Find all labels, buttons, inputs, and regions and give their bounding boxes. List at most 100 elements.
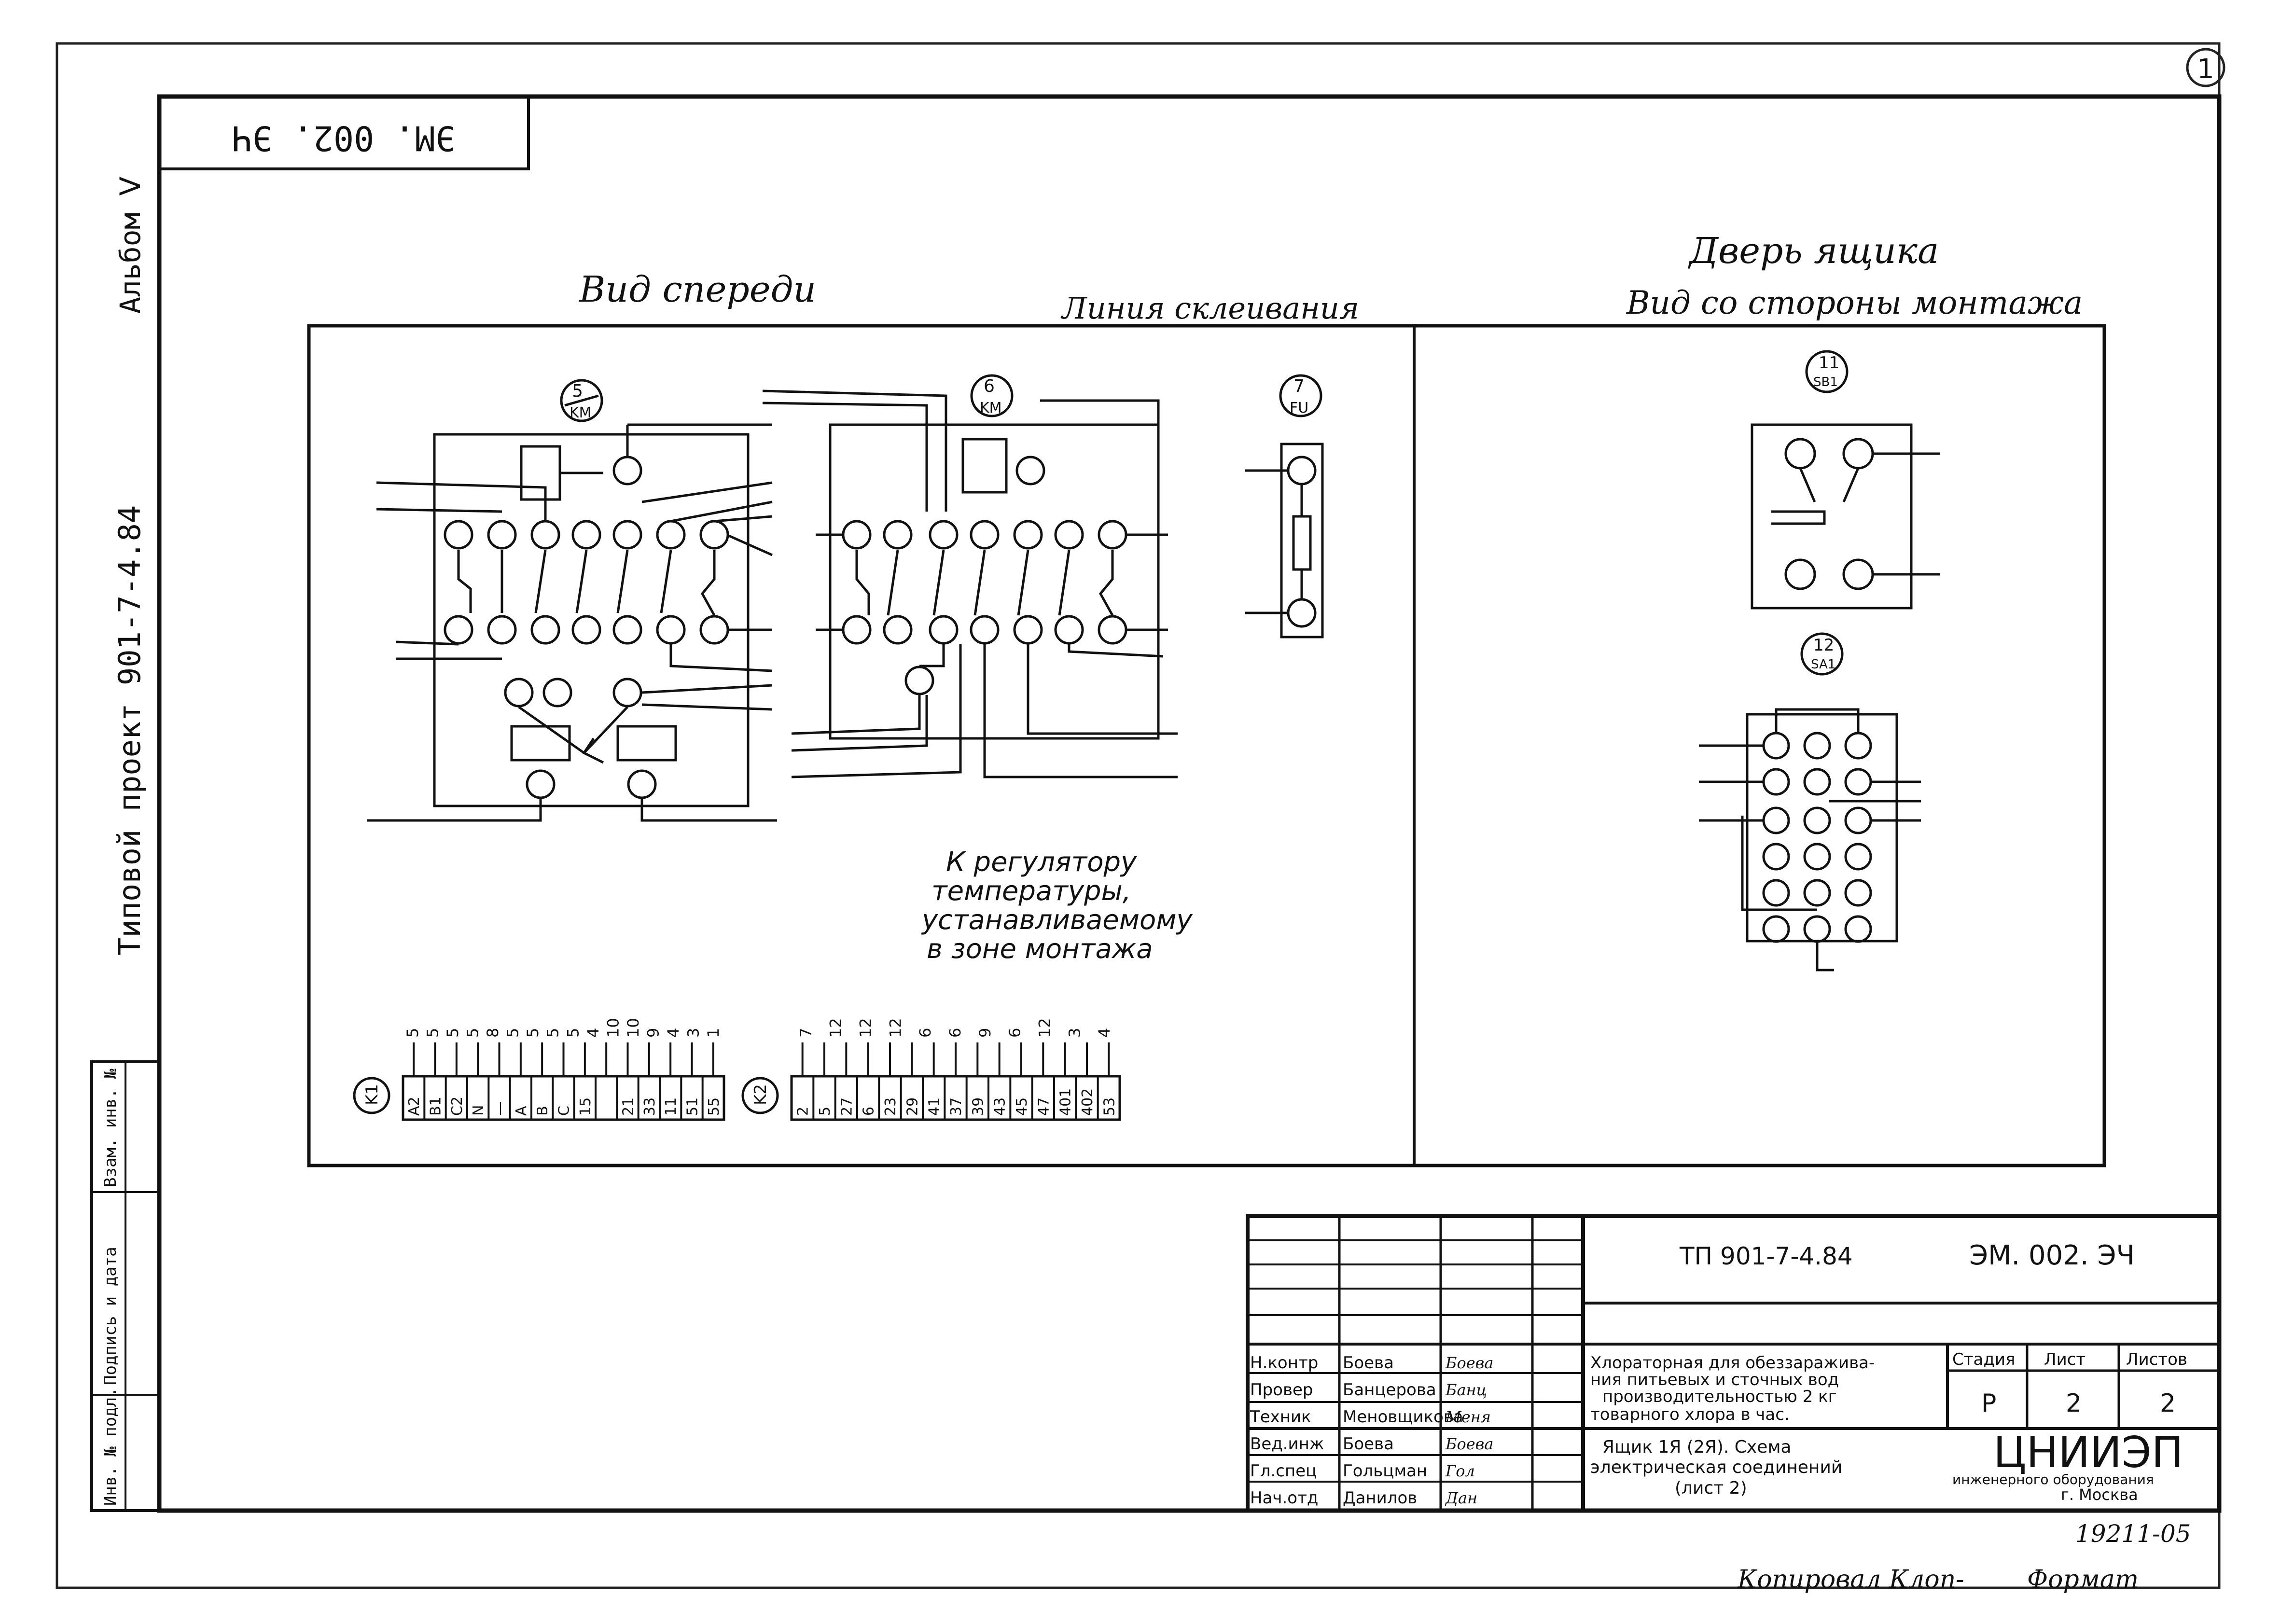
device-12-number: 12: [1813, 636, 1834, 655]
wire-number: 12: [827, 1018, 845, 1038]
signature-handwritten: Гол: [1445, 1462, 1475, 1480]
terminal-cell: 27: [838, 1097, 855, 1116]
device-12-sa1: [1699, 632, 1921, 972]
project-label: Типовой проект 901-7-4.84: [112, 505, 147, 956]
signature-role: Гл.спец: [1250, 1461, 1317, 1481]
terminal-cell: 2: [795, 1107, 812, 1116]
sheets-header: Листов: [2126, 1350, 2187, 1369]
inv-podl-label: Инв. № подл.: [101, 1387, 120, 1506]
terminal-cell: —: [492, 1101, 509, 1116]
project-desc-line-4: товарного хлора в час.: [1590, 1405, 1790, 1424]
regulator-note-line-2: температуры,: [931, 875, 1131, 907]
regulator-note-line-3: устанавливаемому: [921, 904, 1193, 936]
wire-number: 12: [857, 1018, 875, 1038]
corner-circle: [2186, 48, 2225, 87]
inner-frame: [157, 94, 2222, 1513]
sheets-total: 2: [2160, 1389, 2176, 1418]
stage-header: Стадия: [1952, 1350, 2015, 1369]
wire-number: 10: [624, 1018, 642, 1038]
gluing-line-label: Линия склеивания: [1060, 291, 1359, 326]
terminal-cell: 402: [1079, 1088, 1096, 1116]
corner-mark: 1: [2197, 54, 2214, 85]
signature-name: Боева: [1343, 1353, 1394, 1373]
signature-role: Н.контр: [1250, 1353, 1318, 1373]
terminal-cell: 39: [970, 1097, 987, 1116]
sheet-desc-line-2: электрическая соединений: [1590, 1457, 1842, 1477]
side-stamp: Инв. № подл. Подпись и дата Взам. инв. №: [90, 1060, 161, 1512]
signature-handwritten: Меня: [1445, 1408, 1491, 1426]
terminal-cell: B1: [428, 1097, 445, 1116]
terminal-cell: B: [534, 1106, 551, 1116]
regulator-note: К регулятору температуры, устанавливаемо…: [921, 847, 1193, 965]
terminal-cell: 6: [861, 1107, 877, 1116]
wire-number: 6: [946, 1028, 964, 1038]
device-7-type: FU: [1290, 400, 1308, 416]
terminal-cell: C2: [449, 1097, 466, 1116]
terminal-cell: 23: [882, 1097, 899, 1116]
signature-role: Нач.отд: [1250, 1488, 1318, 1508]
signature-name: Гольцман: [1343, 1461, 1427, 1481]
wire-number: 4: [664, 1028, 682, 1038]
wire-number: 3: [684, 1028, 703, 1038]
sheet-header: Лист: [2044, 1350, 2085, 1369]
device-7-labels: 7 FU: [1290, 376, 1308, 416]
document-code: ЭМ. 002. ЭЧ: [1969, 1240, 2135, 1271]
terminal-cell: 43: [992, 1097, 1009, 1116]
device-7-number: 7: [1293, 376, 1305, 396]
signature-role: Провер: [1250, 1380, 1313, 1400]
device-11-labels: 11 SB1: [1813, 353, 1839, 389]
sheet-desc-line-3: (лист 2): [1675, 1478, 1747, 1498]
terminal-cell: 5: [817, 1107, 834, 1116]
device-6-type: KM: [980, 400, 1002, 416]
device-5-labels: 5 KM: [570, 381, 592, 421]
door-view-title: Дверь ящика: [1688, 230, 1939, 272]
signature-name: Данилов: [1343, 1488, 1417, 1508]
terminal-cell: 33: [641, 1097, 658, 1116]
wire-number: 5: [544, 1028, 562, 1038]
wire-number: 12: [886, 1018, 904, 1038]
wire-number: 6: [1006, 1028, 1024, 1038]
signature-handwritten: Боева: [1445, 1435, 1493, 1453]
wire-number: 9: [976, 1028, 994, 1038]
terminal-cell: C: [556, 1106, 573, 1116]
wire-number: 6: [916, 1028, 934, 1038]
outer-border: [56, 42, 2221, 1589]
wire-number: 3: [1065, 1028, 1084, 1038]
device-7-fu: [1245, 374, 1324, 638]
vzam-inv-label: Взам. инв. №: [101, 1069, 120, 1187]
terminal-block-k2-label: K2: [751, 1084, 770, 1105]
terminal-cell: 47: [1035, 1097, 1052, 1116]
signature-role: Техник: [1250, 1407, 1311, 1427]
wire-number: 1: [704, 1028, 723, 1038]
device-11-sb1: [1751, 350, 1940, 610]
terminal-cell: 21: [620, 1097, 637, 1116]
front-view-title: Вид спереди: [578, 269, 816, 310]
device-6-km: [762, 374, 1178, 778]
signature-role: Вед.инж: [1250, 1434, 1324, 1454]
terminal-cell: A2: [406, 1097, 423, 1116]
device-11-number: 11: [1819, 353, 1839, 373]
wire-number: 5: [524, 1028, 542, 1038]
terminal-cell: 45: [1014, 1097, 1030, 1116]
mirrored-code-box: [158, 95, 530, 170]
terminal-cell: 29: [904, 1097, 921, 1116]
device-12-labels: 12 SA1: [1811, 636, 1835, 672]
signature-handwritten: Боева: [1445, 1354, 1493, 1372]
terminal-cell: 55: [706, 1097, 723, 1116]
format-label: Формат: [2027, 1565, 2139, 1594]
sheet-desc-line-1: Ящик 1Я (2Я). Схема: [1602, 1437, 1792, 1457]
copied-by: Копировал Клоп-: [1737, 1565, 1964, 1594]
device-11-type: SB1: [1813, 375, 1838, 389]
wire-number: 8: [484, 1028, 502, 1038]
terminal-cell: 53: [1101, 1097, 1118, 1116]
wire-number: 5: [423, 1028, 442, 1038]
terminal-cell: A: [513, 1106, 530, 1116]
wire-number: 5: [463, 1028, 482, 1038]
regulator-note-line-1: К регулятору: [946, 847, 1137, 878]
